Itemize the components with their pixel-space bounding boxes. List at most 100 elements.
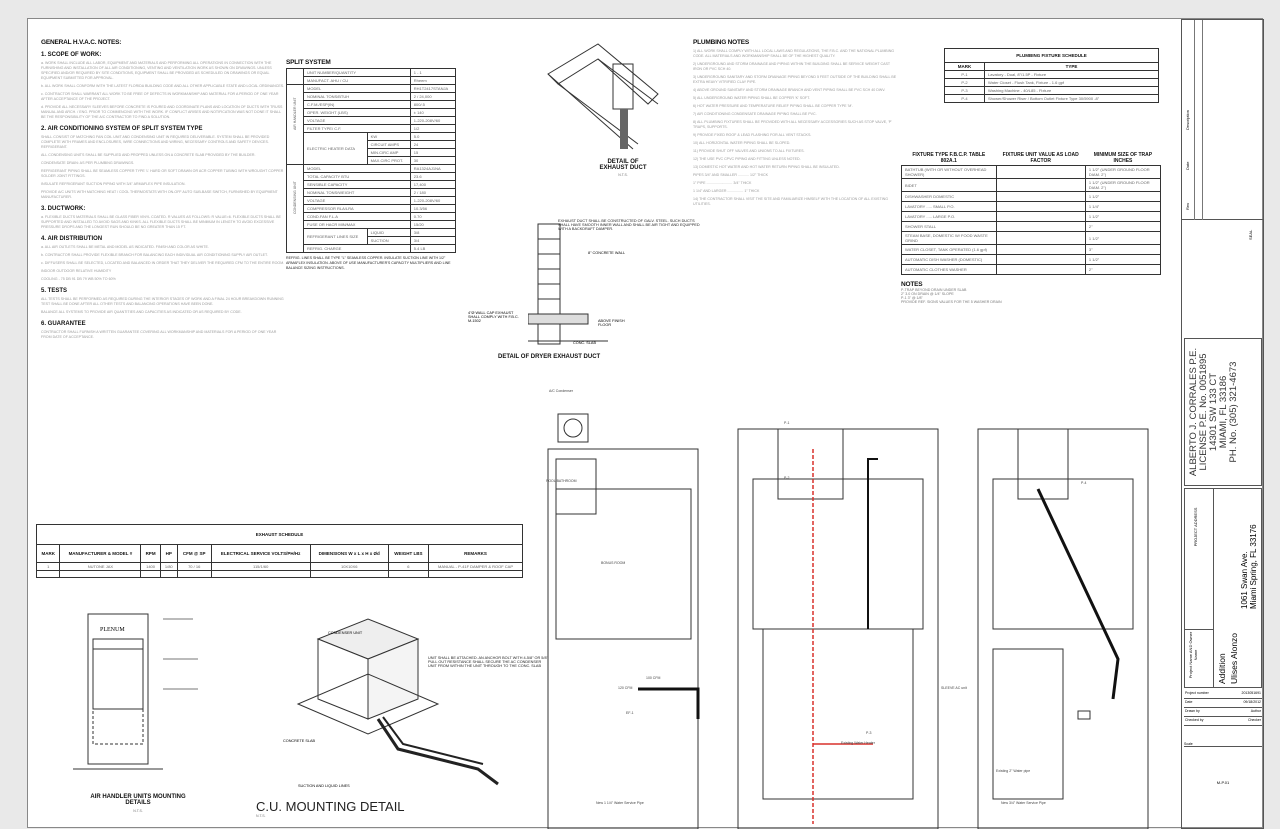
table-cell: DISHWASHER DOMESTIC	[901, 191, 997, 202]
plan-label: P-3	[866, 731, 872, 735]
note-paragraph: REFRIGERANT PIPING SHALL BE SEAMLESS COP…	[41, 169, 284, 178]
table-cell: 1/80	[159, 562, 178, 571]
cu-label: UNIT SHALL BE ATTACHED. AN ANCHOR BOLT W…	[428, 656, 548, 668]
field-value: 23.6	[409, 172, 457, 181]
cu-label: CONCRETE SLAB	[283, 739, 316, 743]
note-paragraph: COOLING - 75 DB 91 DB 79 WB 50% TO 60%	[41, 277, 116, 281]
plumbing-note: 14) THE CONTRACTOR SHALL VISIT THE SITE …	[693, 197, 889, 206]
field-value: 0.70	[409, 212, 457, 221]
column-header: MARK	[35, 544, 61, 563]
empty-cell	[387, 570, 430, 578]
note-item: P-TRAP BEYOND DRAIN UNDER SLAB	[901, 288, 967, 292]
cu-scale: N.T.S.	[256, 814, 266, 818]
field-label: SUCTION	[366, 236, 411, 245]
plumbing-note: 8) ALL PLUMBING FIXTURES SHALL BE PROVID…	[693, 120, 892, 129]
table-cell: SHOWER STALL	[901, 221, 997, 232]
cu-mounting-title: C.U. MOUNTING DETAIL	[256, 799, 405, 814]
table-cell: 1 1/2"	[1084, 191, 1162, 202]
table-cell: 1 1/2" (UNDER GROUND FLOOR DIAM. 2")	[1084, 165, 1162, 179]
note-paragraph: INSULATE REFRIGERANT SUCTION PIPING WITH…	[41, 182, 186, 186]
table-row: STEAM BASE, DOMESTIC W/ FOOD WASTE GRIND…	[901, 231, 1162, 245]
table-row: OPER. WEIGHT (LBS)± 140	[287, 108, 457, 117]
field-label: FUSE OR HACR MIN/MAX	[303, 220, 411, 229]
table-cell	[995, 178, 1086, 192]
column-header: MARK	[944, 62, 985, 71]
plumbing-note: 13) DOMESTIC HOT WATER AND HOT WATER RET…	[693, 165, 840, 169]
field-label: COMPRESSOR RLA/LRA	[303, 204, 411, 213]
field-value: 5.4 LB	[409, 244, 457, 253]
ahu-scale: N.T.S.	[133, 809, 143, 813]
note-paragraph: d. PROVIDE ALL NECESSARY SLEEVES BEFORE …	[41, 105, 283, 119]
table-cell: 1 1/2"	[1084, 211, 1162, 222]
table-cell: STEAM BASE, DOMESTIC W/ FOOD WASTE GRIND	[901, 231, 997, 245]
split-system-note: REFRIG. LINES SHALL BE TYPE "L" SEAMLESS…	[286, 256, 451, 270]
plumbing-note: 2) UNDERGROUND AND STORM DRAINAGE AND PI…	[693, 62, 891, 71]
revision-date-header: Date	[1185, 161, 1190, 170]
empty-cell	[210, 570, 311, 578]
note-paragraph: a. ALL AIR OUTLETS SHALL BE METAL AND MO…	[41, 245, 209, 249]
section-heading: 1. SCOPE OF WORK:	[41, 52, 102, 58]
field-value: 2 / 180	[409, 188, 457, 197]
column-header: HP	[159, 544, 178, 563]
engineer-block: ALBERTO J. CORRALES P.E.LICENSE P.E. No.…	[1184, 338, 1262, 486]
field-value: 3/4	[409, 236, 457, 245]
section-heading: 3. DUCTWORK:	[41, 206, 86, 212]
floor-plans	[547, 413, 1149, 829]
section-heading: 5. TESTS	[41, 288, 68, 294]
empty-cell	[428, 570, 523, 578]
plan-label: BONUS ROOM	[601, 561, 626, 565]
field-label: TOTAL CAPACITY BTU	[303, 172, 411, 181]
plumbing-note: PIPES 3/4" AND SMALLER ........... 1/2" …	[693, 173, 768, 177]
table-row: LAVATORY ..... SMALL P.O.1 1/4"	[901, 201, 1162, 212]
table-cell: LAVATORY ..... SMALL P.O.	[901, 201, 997, 212]
note-item: 2" 3.0 ON DRAIN @ 1/4" SLOPE	[901, 292, 954, 296]
cu-mounting-drawing	[296, 618, 499, 786]
field-value: 1 - 1	[409, 68, 457, 77]
table-cell	[995, 191, 1086, 202]
table-cell: 1400	[140, 562, 161, 571]
field-value: 30	[409, 156, 457, 165]
field-value: 10.3/56	[409, 204, 457, 213]
cu-label: SUCTION AND LIQUID LINES	[298, 784, 350, 788]
field-label: Date	[1185, 700, 1193, 704]
revision-rev-header: Rev	[1185, 202, 1190, 210]
note-paragraph: c. DIFFUSERS SHALL BE SELECTED, LOCATED …	[41, 261, 285, 265]
field-label: C.F.M./ESP(IN)	[303, 100, 411, 109]
engineer-line: PH. No. (305) 321-4673	[1228, 361, 1239, 463]
empty-cell	[59, 570, 142, 578]
field-label: REFRIG. CHARGE	[303, 244, 411, 253]
table-row: BATHTUB (WITH OR WITHOUT OVERHEAD SHOWER…	[901, 165, 1162, 179]
group-label-cell: CONDENSING UNIT	[286, 164, 304, 253]
note-paragraph: INDOOR OUTDOOR RELATIVE HUMIDITY	[41, 269, 112, 273]
plumbing-note: 12) THE USE PVC CPVC PIPING AND FITTING …	[693, 157, 801, 161]
empty-cell	[176, 570, 212, 578]
column-header: TYPE	[984, 62, 1159, 71]
table-cell: 10X10X6	[309, 562, 389, 571]
table-cell: 115/1/60	[210, 562, 311, 571]
table-cell	[995, 244, 1086, 255]
plan-label: Existing 2" Water pipe	[996, 769, 1031, 773]
note-paragraph: CONDENSATE DRAIN: AS PER PLUMBING DRAWIN…	[41, 161, 135, 165]
table-cell: 2"	[1084, 264, 1162, 275]
fixture-type: Water Closet - Flush Tank, Fixture - 1.6…	[984, 78, 1159, 87]
table-cell: 1 1/2" (UNDER GROUND FLOOR DIAM. 2")	[1084, 178, 1162, 192]
plan-label: P-4	[1081, 481, 1087, 485]
column-header: MANUFACTURER & MODEL #	[59, 544, 142, 563]
empty-cell	[35, 570, 61, 578]
field-label: FILTER TYPE/ C.F.	[303, 124, 411, 133]
table-row: C.F.M./ESP(IN)800/.5	[287, 100, 457, 109]
plan-label: New 1 1/4" Water Service Pipe	[596, 801, 644, 805]
table-cell: 1	[35, 562, 61, 571]
table-cell: BIDET	[901, 178, 997, 192]
fixture-mark: P-3	[944, 86, 985, 95]
